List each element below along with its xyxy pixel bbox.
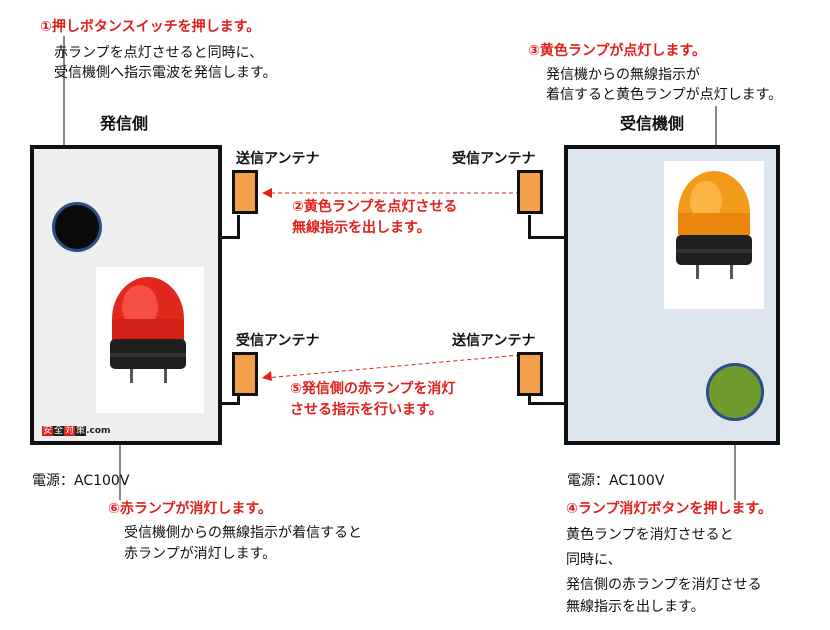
step3-title: ③黄色ランプが点灯します。 bbox=[528, 43, 707, 59]
step2-line1: ②黄色ランプを点灯させる bbox=[292, 199, 458, 215]
sender-antenna-label-bottom: 受信アンテナ bbox=[236, 333, 320, 349]
signal-line-bottom bbox=[264, 354, 521, 379]
signal-arrow-top bbox=[262, 188, 272, 198]
wire-sender-bottom-h bbox=[222, 402, 240, 405]
step4-line3: 発信側の赤ランプを消灯させる bbox=[566, 577, 762, 593]
step4-line2: 同時に、 bbox=[566, 552, 622, 568]
wire-sender-top-h bbox=[222, 236, 240, 239]
step2-line2: 無線指示を出します。 bbox=[292, 220, 431, 236]
step1-line2: 受信機側へ指示電波を発信します。 bbox=[54, 65, 277, 81]
receiver-transmit-antenna bbox=[517, 352, 543, 396]
wire-receiver-top-v bbox=[528, 215, 531, 239]
lamp-off-button-green[interactable] bbox=[706, 363, 764, 421]
step5-line1: ⑤発信側の赤ランプを消灯 bbox=[290, 381, 456, 397]
wire-receiver-top-h bbox=[528, 236, 564, 239]
step3-line1: 発信機からの無線指示が bbox=[546, 67, 700, 83]
receiver-power: 電源：AC100V bbox=[567, 473, 665, 489]
watermark-suffix: .com bbox=[86, 426, 111, 436]
signal-arrow-bottom bbox=[262, 371, 272, 381]
step3-line2: 着信すると黄色ランプが点灯します。 bbox=[546, 87, 783, 103]
sender-title: 発信側 bbox=[100, 114, 149, 133]
step6-line1: 受信機側からの無線指示が着信すると bbox=[124, 525, 362, 541]
red-lamp-photo bbox=[96, 267, 204, 413]
sender-antenna-label-top: 送信アンテナ bbox=[236, 151, 320, 167]
step4-line4: 無線指示を出します。 bbox=[566, 599, 705, 615]
yellow-lamp-icon bbox=[676, 171, 752, 279]
receiver-receive-antenna bbox=[517, 170, 543, 214]
red-lamp-icon bbox=[110, 277, 186, 383]
step6-title: ⑥赤ランプが消灯します。 bbox=[108, 501, 273, 517]
step6-line2: 赤ランプが消灯します。 bbox=[124, 546, 277, 562]
watermark-char-2: 全 bbox=[53, 426, 65, 436]
sender-power: 電源：AC100V bbox=[32, 473, 130, 489]
step5-line2: させる指示を行います。 bbox=[290, 402, 443, 418]
step1-title: ①押しボタンスイッチを押します。 bbox=[40, 19, 261, 35]
push-button-black[interactable] bbox=[52, 202, 102, 252]
watermark-logo: 安全対策.com bbox=[42, 425, 110, 437]
sender-box: 安全対策.com bbox=[30, 145, 222, 445]
step4-line1: 黄色ランプを消灯させると bbox=[566, 527, 734, 543]
receiver-box bbox=[564, 145, 780, 445]
sender-transmit-antenna bbox=[232, 170, 258, 214]
watermark-char-3: 対 bbox=[64, 426, 76, 436]
watermark-char-1: 安 bbox=[42, 426, 54, 436]
wire-receiver-bottom-h bbox=[528, 402, 564, 405]
watermark-char-4: 策 bbox=[75, 426, 87, 436]
sender-receive-antenna bbox=[232, 352, 258, 396]
yellow-lamp-photo bbox=[664, 161, 764, 309]
step1-line1: 赤ランプを点灯させると同時に、 bbox=[54, 45, 264, 61]
step4-title: ④ランプ消灯ボタンを押します。 bbox=[566, 501, 773, 517]
receiver-title: 受信機側 bbox=[620, 114, 685, 133]
receiver-antenna-label-bottom: 送信アンテナ bbox=[452, 333, 536, 349]
receiver-antenna-label-top: 受信アンテナ bbox=[452, 151, 536, 167]
wire-sender-top-v bbox=[237, 215, 240, 239]
